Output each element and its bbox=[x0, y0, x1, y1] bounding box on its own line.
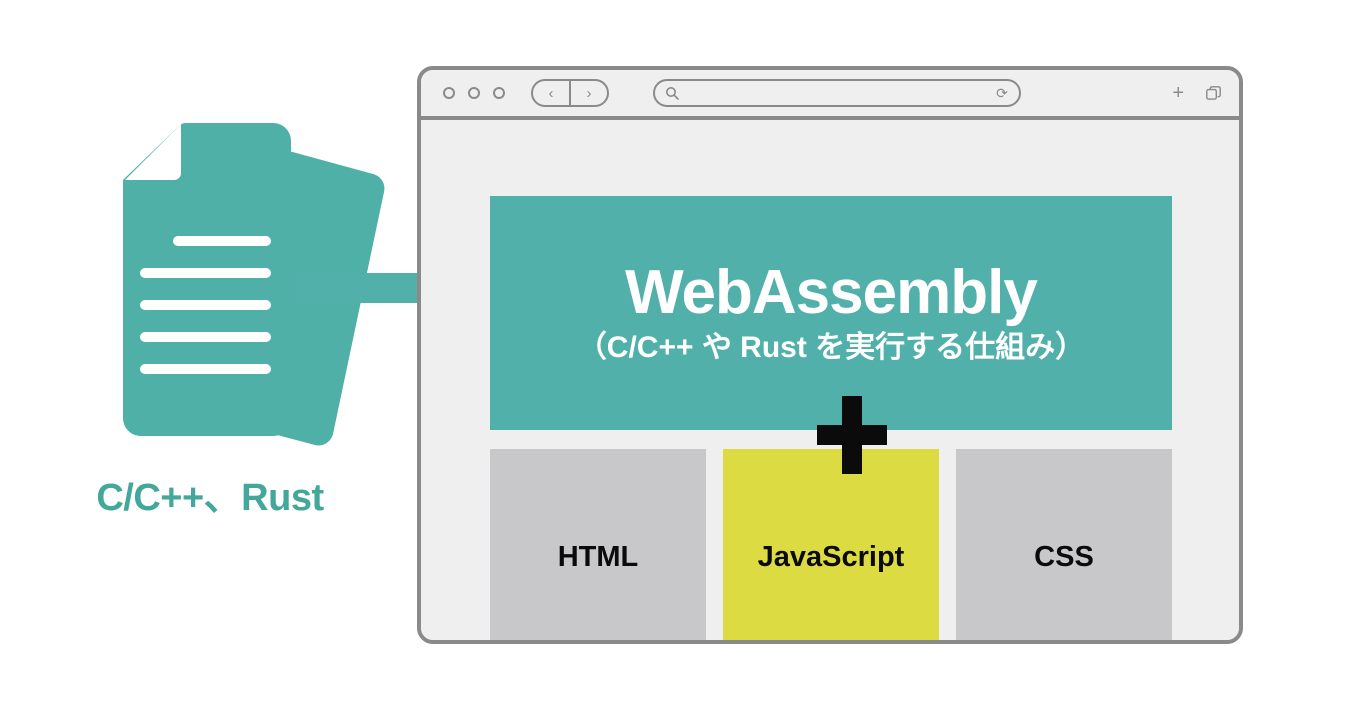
tech-box-label: JavaScript bbox=[757, 541, 905, 573]
browser-window: ‹ › ⟳ + bbox=[417, 66, 1243, 644]
navigation-buttons: ‹ › bbox=[531, 79, 609, 107]
plus-sign-icon bbox=[817, 396, 887, 474]
plus-horizontal-bar bbox=[817, 425, 887, 445]
source-documents-illustration bbox=[55, 118, 400, 458]
window-control-dot-2[interactable] bbox=[468, 87, 480, 99]
web-technology-boxes: HTML JavaScript CSS bbox=[490, 449, 1172, 640]
browser-page-content: WebAssembly （C/C++ や Rust を実行する仕組み） HTML… bbox=[421, 120, 1239, 640]
webassembly-banner: WebAssembly （C/C++ や Rust を実行する仕組み） bbox=[490, 196, 1172, 430]
back-button[interactable]: ‹ bbox=[533, 81, 571, 105]
address-bar[interactable]: ⟳ bbox=[653, 79, 1021, 107]
toolbar-right-actions: + bbox=[1172, 83, 1221, 103]
source-language-label: C/C++、Rust bbox=[96, 477, 324, 519]
window-control-dot-3[interactable] bbox=[493, 87, 505, 99]
webassembly-subtitle: （C/C++ や Rust を実行する仕組み） bbox=[576, 330, 1086, 364]
new-tab-icon[interactable]: + bbox=[1172, 82, 1184, 104]
webassembly-title: WebAssembly bbox=[625, 258, 1038, 328]
window-controls bbox=[443, 87, 505, 99]
search-icon bbox=[665, 86, 679, 100]
reload-icon[interactable]: ⟳ bbox=[996, 85, 1008, 101]
tech-box-javascript: JavaScript bbox=[723, 449, 939, 640]
tabs-overview-icon[interactable] bbox=[1206, 85, 1221, 101]
tech-box-label: HTML bbox=[557, 541, 639, 573]
tech-box-label: CSS bbox=[1034, 541, 1094, 573]
documents-stack-icon bbox=[123, 123, 385, 446]
browser-toolbar: ‹ › ⟳ + bbox=[421, 70, 1239, 120]
forward-button[interactable]: › bbox=[586, 84, 592, 102]
tech-box-html: HTML bbox=[490, 449, 706, 640]
tech-box-css: CSS bbox=[956, 449, 1172, 640]
window-control-dot-1[interactable] bbox=[443, 87, 455, 99]
